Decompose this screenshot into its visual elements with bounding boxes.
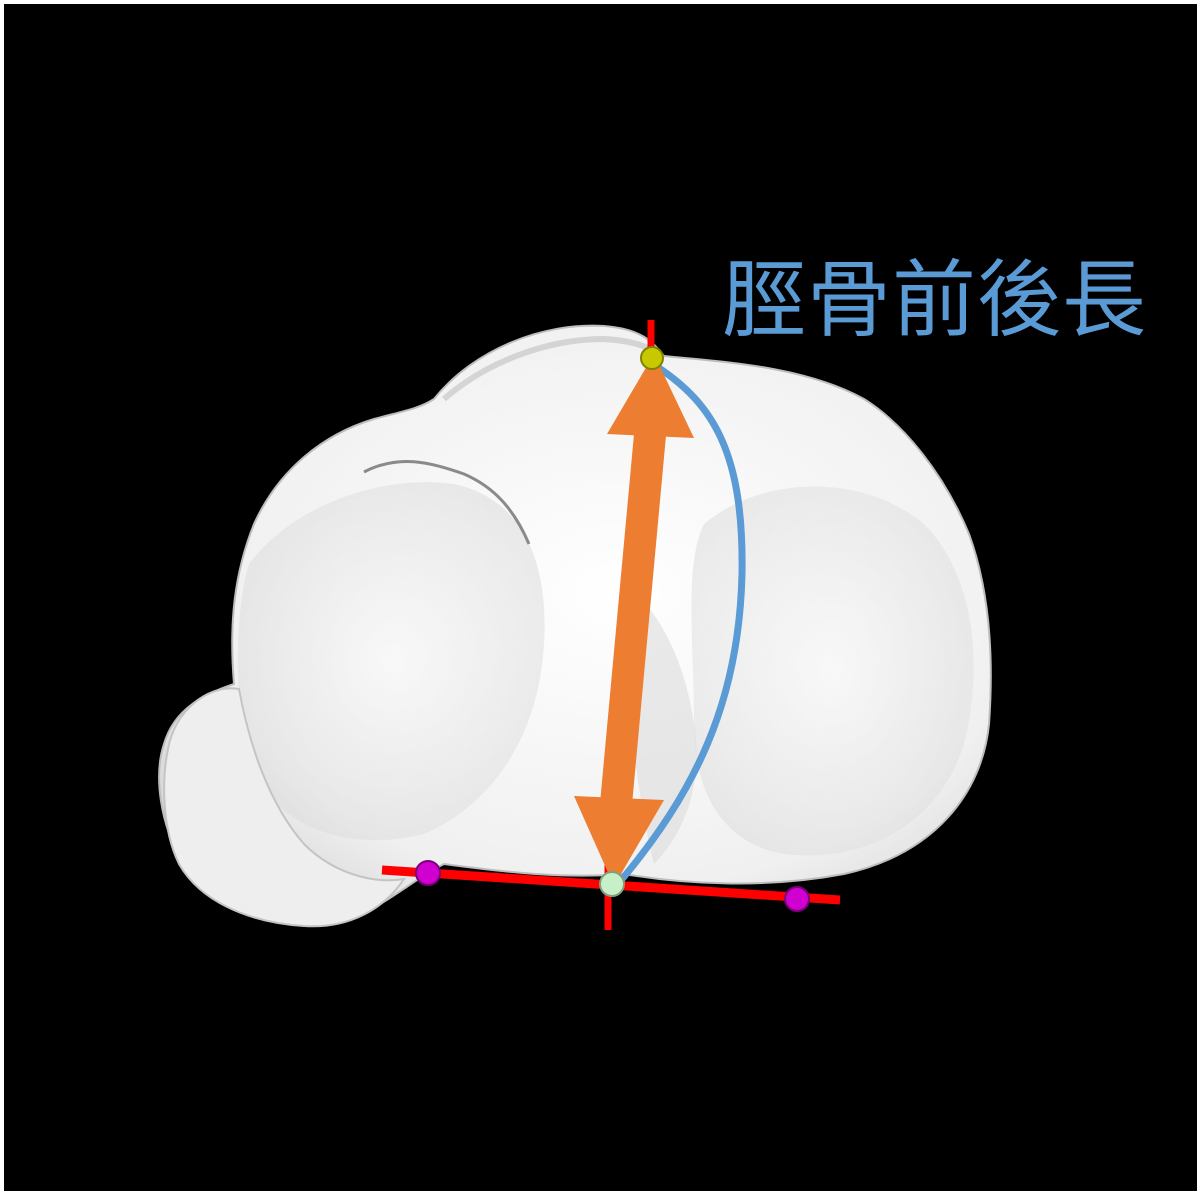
render-viewport: 脛骨前後長 — [4, 4, 1197, 1191]
measurement-label: 脛骨前後長 — [722, 258, 1147, 342]
tibia-bone-model — [159, 326, 991, 927]
landmark-anterior-point — [641, 347, 663, 369]
landmark-lateral-posterior-point — [785, 887, 809, 911]
landmark-medial-posterior-point — [416, 861, 440, 885]
landmark-posterior-midpoint — [600, 872, 624, 896]
tibia-3d-scene — [4, 4, 1197, 1191]
